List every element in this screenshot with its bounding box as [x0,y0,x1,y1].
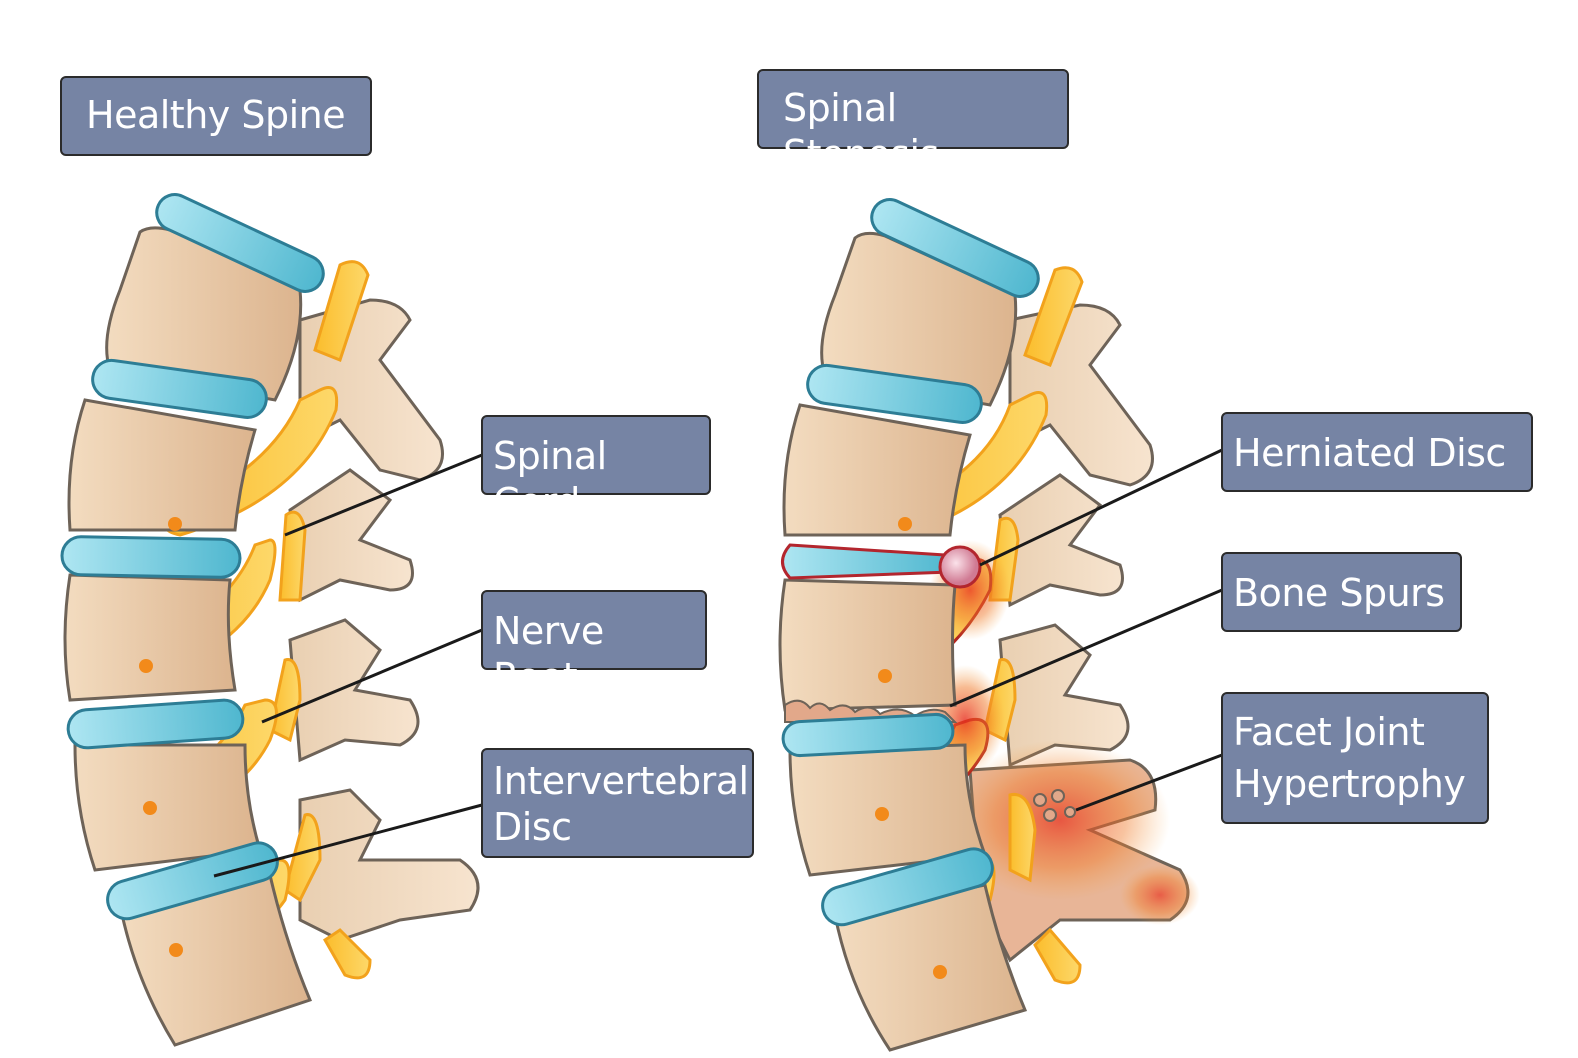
facet-inflammation [950,740,1170,900]
stenosis-nerve-root-dots [875,517,947,979]
healthy-spine-title: Healthy Spine [60,76,372,156]
facet-label-line2: Hypertrophy [1233,762,1466,806]
healthy-spine-graphic [60,193,483,1047]
bone-spurs-label: Bone Spurs [1221,552,1462,632]
spinal-stenosis-title-text: Spinal Stenosis [783,86,939,176]
intervertebral-disc-label-line1: Intervertebral [493,759,749,803]
spinal-cord-label: Spinal Cord [481,415,711,524]
herniated-disc-label-text: Herniated Disc [1233,431,1506,475]
stenosis-spinous-processes [998,303,1154,768]
healthy-leader-lines [213,453,483,878]
spinal-cord-label-text: Spinal Cord [493,434,607,524]
facet-inflammation-2 [1120,865,1200,925]
nerve-root-dots [139,517,183,957]
stenosis-vertebral-bodies [778,231,1028,1052]
nerve-root-label: Nerve Root [481,590,707,699]
facet-label-line1: Facet Joint [1233,710,1425,754]
herniated-disc-shape [781,543,982,589]
nerve-root-label-text: Nerve Root [493,609,604,699]
stenosis-discs [781,198,1040,927]
healthy-spine-title-text: Healthy Spine [86,93,346,137]
stenosis-leader-lines [949,448,1223,812]
vertebral-bodies [63,226,313,1047]
herniated-disc-label: Herniated Disc [1221,412,1533,492]
intervertebral-discs [60,193,325,921]
bone-spurs-label-text: Bone Spurs [1233,571,1445,615]
intervertebral-disc-label-line2: Disc [493,805,572,849]
stenosis-spine-graphic [778,198,1223,1052]
spinal-stenosis-title: Spinal Stenosis [757,69,1069,176]
